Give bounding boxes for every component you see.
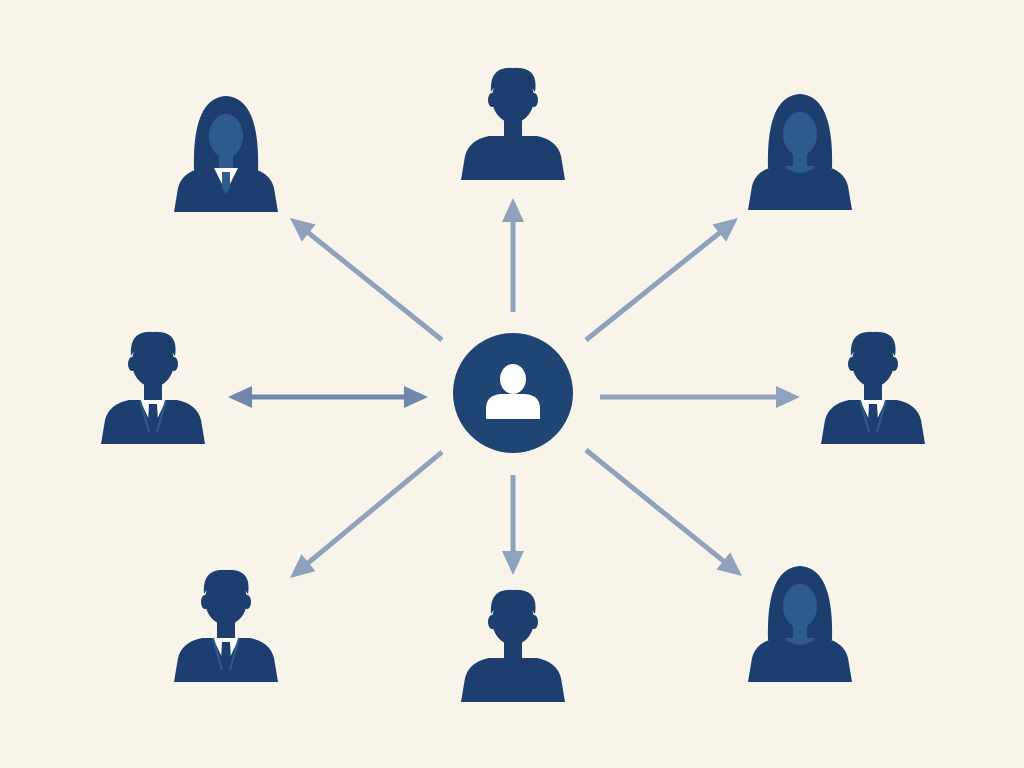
ear bbox=[243, 595, 251, 609]
man-business-icon bbox=[101, 331, 205, 444]
woman-business-icon bbox=[174, 96, 278, 212]
arrowhead bbox=[290, 554, 316, 578]
hair bbox=[490, 589, 536, 614]
ear bbox=[201, 595, 209, 609]
people-nodes bbox=[101, 67, 925, 702]
body-silhouette bbox=[461, 658, 565, 702]
arrow-hub-to-top-left bbox=[290, 218, 444, 342]
person-bottom-right bbox=[748, 566, 852, 682]
neck bbox=[219, 154, 233, 170]
arrow-hub-to-right bbox=[600, 386, 800, 408]
neck bbox=[793, 624, 807, 640]
arrowhead bbox=[404, 386, 428, 408]
hair bbox=[850, 331, 896, 356]
user-icon-head bbox=[500, 364, 526, 394]
ear bbox=[530, 93, 538, 107]
arrowhead bbox=[776, 386, 800, 408]
hair bbox=[130, 331, 176, 356]
person-top-right bbox=[748, 94, 852, 210]
ear bbox=[848, 357, 856, 371]
tie bbox=[222, 172, 230, 194]
tie bbox=[868, 404, 878, 430]
man-business-icon bbox=[174, 569, 278, 682]
person-right bbox=[821, 331, 925, 444]
woman-icon bbox=[748, 94, 852, 210]
arrow-hub-left-bidirectional bbox=[228, 386, 428, 408]
face bbox=[209, 114, 243, 158]
user-icon bbox=[486, 364, 540, 419]
central-user-node bbox=[453, 333, 573, 453]
head bbox=[132, 337, 174, 387]
ear bbox=[128, 357, 136, 371]
body-silhouette bbox=[748, 638, 852, 682]
ear bbox=[530, 615, 538, 629]
lapels bbox=[139, 399, 167, 433]
arrowhead bbox=[228, 386, 252, 408]
tie bbox=[221, 642, 231, 668]
person-left bbox=[101, 331, 205, 444]
neck bbox=[217, 620, 235, 642]
lapels bbox=[212, 637, 240, 671]
tie bbox=[148, 404, 158, 430]
body-silhouette bbox=[748, 166, 852, 210]
neck bbox=[793, 152, 807, 168]
user-icon-body bbox=[486, 394, 540, 419]
neck bbox=[144, 382, 162, 404]
arrow-hub-to-top bbox=[502, 198, 524, 312]
head bbox=[492, 595, 534, 645]
head bbox=[852, 337, 894, 387]
hair bbox=[490, 67, 536, 92]
woman-icon bbox=[748, 566, 852, 682]
ear bbox=[890, 357, 898, 371]
ear bbox=[170, 357, 178, 371]
face bbox=[783, 584, 817, 628]
connection-arrows bbox=[228, 198, 800, 578]
arrowhead bbox=[502, 198, 524, 222]
person-bottom-left bbox=[174, 569, 278, 682]
man-business-icon bbox=[821, 331, 925, 444]
neck bbox=[504, 640, 522, 662]
arrow-hub-to-bottom-left bbox=[290, 450, 444, 578]
arrowhead bbox=[502, 551, 524, 575]
arrow-shaft bbox=[584, 448, 729, 566]
person-bottom bbox=[461, 589, 565, 702]
neck bbox=[504, 118, 522, 140]
arrow-bottom-to-hub bbox=[502, 475, 524, 575]
arrowhead bbox=[716, 552, 742, 576]
body-silhouette bbox=[461, 136, 565, 180]
arrow-hub-to-bottom-right bbox=[584, 448, 742, 576]
ear bbox=[488, 615, 496, 629]
arrowhead bbox=[290, 218, 316, 242]
face bbox=[783, 112, 817, 156]
arrow-hub-to-top-right bbox=[584, 218, 738, 342]
head bbox=[492, 73, 534, 123]
head bbox=[205, 575, 247, 625]
person-top bbox=[461, 67, 565, 180]
arrow-shaft bbox=[584, 228, 724, 342]
ear bbox=[488, 93, 496, 107]
arrowhead bbox=[712, 218, 738, 242]
neck bbox=[864, 382, 882, 404]
neckline bbox=[784, 638, 816, 645]
lapels bbox=[859, 399, 887, 433]
arrow-shaft bbox=[303, 450, 444, 568]
person-top-left bbox=[174, 96, 278, 212]
man-icon bbox=[461, 589, 565, 702]
neckline bbox=[784, 166, 816, 173]
hair bbox=[203, 569, 249, 594]
man-icon bbox=[461, 67, 565, 180]
arrow-shaft bbox=[304, 228, 444, 342]
